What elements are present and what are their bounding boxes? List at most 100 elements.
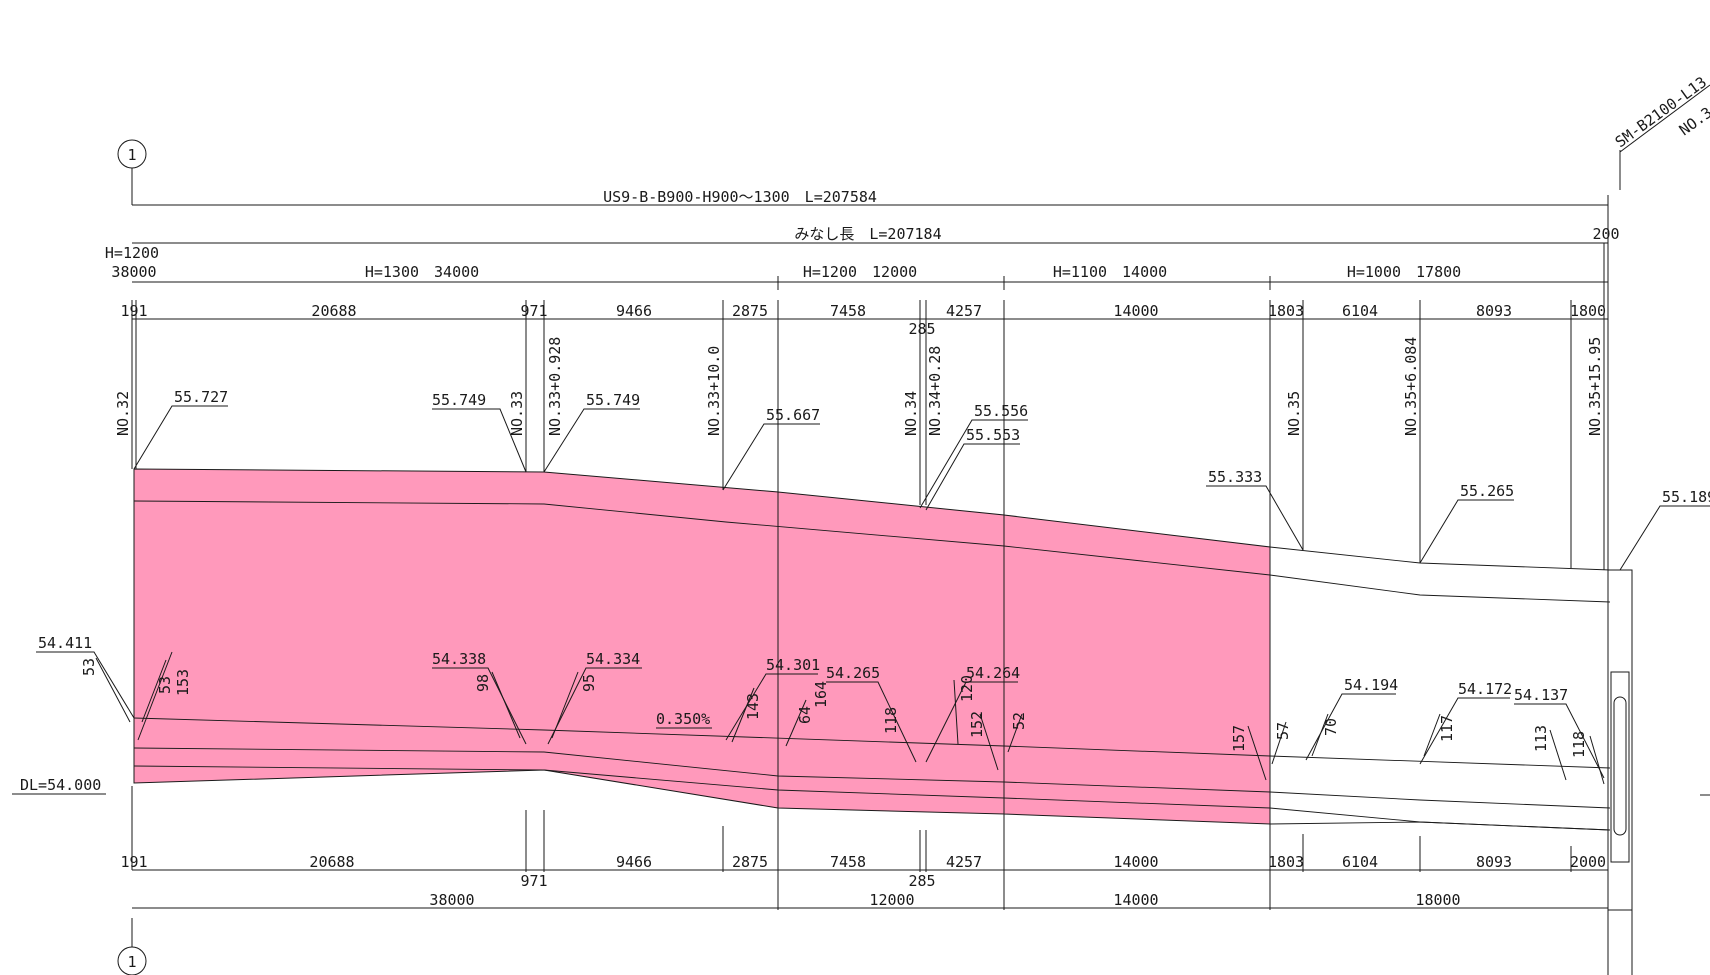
bottom-elev-54137: 54.137 [1514,686,1568,704]
girder-segment-1 [133,468,779,809]
bottom-total-18000: 18000 [1415,891,1460,909]
bottom-dim-191: 191 [120,853,147,871]
station-no33-10: NO.33+10.0 [705,346,723,436]
bottom-elev-54334: 54.334 [586,650,640,668]
nominal-length: みなし長 L=207184 [794,225,941,243]
small-dim-70: 70 [1322,718,1340,736]
bottom-edge-right [1269,821,1611,831]
station-no34-028: NO.34+0.28 [926,346,944,436]
connecting-girder: SM-B2100-L13 NO.3 [1612,73,1710,190]
top-dim-971: 971 [520,302,547,320]
girder-segment-2 [777,491,1005,815]
small-dim-153: 153 [174,669,192,696]
top-elev-55749-b: 55.749 [586,391,640,409]
bottom-total-12000: 12000 [869,891,914,909]
small-dim-120: 120 [958,675,976,702]
bottom-total-14000: 14000 [1113,891,1158,909]
bottom-dim-8093: 8093 [1476,853,1512,871]
bottom-dim-2875: 2875 [732,853,768,871]
top-dim-285: 285 [908,320,935,338]
axis-mark-label-top: 1 [127,146,136,164]
station-no35: NO.35 [1285,391,1303,436]
bottom-dim-6104: 6104 [1342,853,1378,871]
small-dim-98: 98 [474,674,492,692]
axis-marker-bottom: 1 [117,918,147,975]
axis-marker-top: 1 [117,139,147,205]
girder-lines [133,470,1611,831]
small-dim-157: 157 [1230,725,1248,752]
top-dim-7458: 7458 [830,302,866,320]
station-labels: NO.32 NO.33 NO.33+0.928 NO.33+10.0 NO.34… [114,337,1604,436]
bottom-dim-971: 971 [520,872,547,890]
top-elev-55556: 55.556 [974,402,1028,420]
top-dim-1803: 1803 [1268,302,1304,320]
top-dim-191: 191 [120,302,147,320]
bottom-elevations: 54.411 53 54.338 54.334 54.301 54.265 54… [36,634,1605,779]
connecting-station-label: NO.3 [1676,103,1710,139]
top-elev-55265: 55.265 [1460,482,1514,500]
top-elev-55553: 55.553 [966,426,1020,444]
bottom-elev-54194: 54.194 [1344,676,1398,694]
bearing-pad [1613,696,1627,836]
girder-label: US9-B-B900-H900～1300 L=207584 [603,188,877,206]
bottom-dimensions: 191 20688 9466 2875 7458 4257 14000 1803… [120,808,1608,910]
station-no35-6084: NO.35+6.084 [1402,337,1420,436]
top-elev-55333: 55.333 [1208,468,1262,486]
bottom-dim-9466: 9466 [616,853,652,871]
small-dim-117: 117 [1438,715,1456,742]
girder-body [133,468,1271,825]
end-offset-dim: 200 [1592,225,1619,243]
top-dim-4257: 4257 [946,302,982,320]
small-dim-118-a: 118 [882,707,900,734]
left-height-label: H=1200 [105,244,159,262]
top-elevations: 55.727 55.749 55.749 55.667 55.556 55.55… [133,388,1710,571]
gradient-and-datum: 0.350% DL=54.000 [12,710,712,870]
bottom-elev-54411: 54.411 [38,634,92,652]
small-dim-52: 52 [1010,712,1028,730]
top-dim-6104: 6104 [1342,302,1378,320]
top-elev-55749-a: 55.749 [432,391,486,409]
station-no35-1595: NO.35+15.95 [1586,337,1604,436]
station-no32: NO.32 [114,391,132,436]
small-dim-152: 152 [968,711,986,738]
bottom-elev-54265: 54.265 [826,664,880,682]
gradient-label: 0.350% [656,710,710,728]
bottom-dim-2000: 2000 [1570,853,1606,871]
top-dim-20688: 20688 [311,302,356,320]
axis-mark-label-bottom: 1 [127,953,136,971]
top-elev-55727: 55.727 [174,388,228,406]
top-elev-55667: 55.667 [766,406,820,424]
small-dim-53-a: 53 [80,658,98,676]
bottom-elev-54338: 54.338 [432,650,486,668]
top-segment-dimensions: 191 20688 971 9466 2875 7458 4257 14000 … [120,300,1608,568]
station-no33: NO.33 [508,391,526,436]
height-segment-3: H=1100 14000 [1053,263,1167,281]
bottom-elev-54172: 54.172 [1458,680,1512,698]
bottom-dim-7458: 7458 [830,853,866,871]
bearing-box [1610,671,1630,863]
height-segment-4: H=1000 17800 [1347,263,1461,281]
height-segment-1: H=1300 34000 [365,263,479,281]
station-no33-0928: NO.33+0.928 [546,337,564,436]
end-support [1607,569,1710,975]
top-dim-2875: 2875 [732,302,768,320]
bottom-dim-20688: 20688 [309,853,354,871]
girder-segment-3 [1003,514,1271,825]
small-dim-53-b: 53 [156,676,174,694]
small-dim-57: 57 [1274,722,1292,740]
small-dim-64: 64 [796,706,814,724]
station-no34: NO.34 [902,391,920,436]
small-dimensions: 53 153 98 95 143 64 164 118 120 152 52 1… [137,651,1605,785]
top-dim-1800: 1800 [1570,302,1606,320]
small-dim-143: 143 [744,693,762,720]
bottom-elev-54301: 54.301 [766,656,820,674]
bottom-elev-54264: 54.264 [966,664,1020,682]
small-dim-113: 113 [1532,725,1550,752]
top-dim-9466: 9466 [616,302,652,320]
top-dim-8093: 8093 [1476,302,1512,320]
overall-dimensions: US9-B-B900-H900～1300 L=207584 みなし長 L=207… [105,150,1621,570]
top-elev-55189: 55.189 [1662,488,1710,506]
bottom-dim-4257: 4257 [946,853,982,871]
end-plate [1607,569,1633,911]
